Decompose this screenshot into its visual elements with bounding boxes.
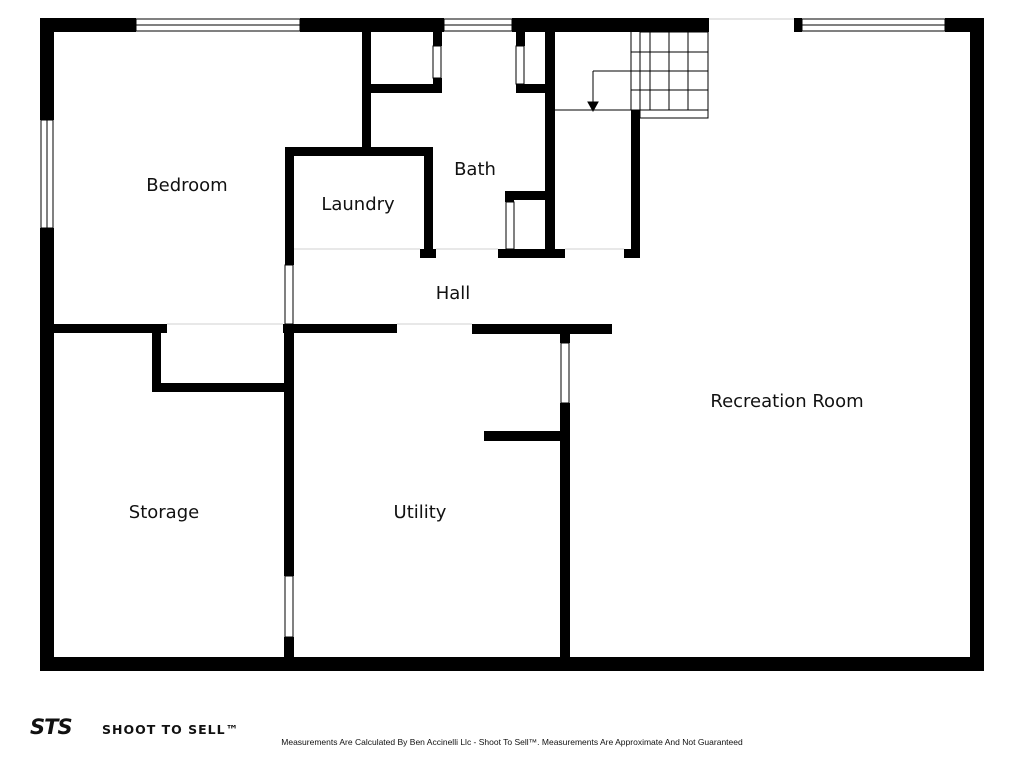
windows: [40, 18, 946, 229]
wall-bath-closet-shelf: [516, 84, 554, 93]
door-leaves: [284, 45, 570, 638]
outer-wall-left-a: [40, 18, 54, 120]
wall-closet-door-jamb-2: [433, 78, 442, 93]
outer-wall-left-b: [40, 228, 54, 671]
wall-storage-closet-left: [152, 330, 161, 392]
label-hall: Hall: [436, 283, 471, 304]
wall-storage-closet-bottom: [152, 383, 290, 392]
wall-stair-bottom-stub: [624, 249, 640, 258]
brand-logo: STS SHOOT TO SELL™: [30, 715, 239, 739]
door-utility-rec: [560, 342, 570, 404]
outer-wall-right: [970, 18, 984, 671]
wall-closet-door-jamb: [433, 30, 442, 46]
wall-hall-bottom-a: [283, 324, 397, 333]
wall-stair-right: [631, 110, 640, 258]
logo-text: SHOOT TO SELL™: [102, 722, 239, 737]
wall-laundry-right: [424, 147, 433, 257]
stair-arrow-head: [587, 101, 599, 113]
logo-mark: STS: [30, 715, 72, 739]
wall-bath-niche-left: [505, 191, 514, 202]
label-storage: Storage: [129, 502, 199, 523]
door-storage-utility: [284, 575, 294, 638]
door-bedroom-hall: [284, 264, 294, 325]
wall-bath-right: [545, 30, 555, 258]
measurement-disclaimer: Measurements Are Calculated By Ben Accin…: [281, 737, 743, 747]
outer-wall-top-b: [300, 18, 444, 32]
wall-hall-bottom-b: [472, 324, 612, 334]
outer-wall-top-a: [40, 18, 136, 32]
wall-bath-niche-top: [505, 191, 550, 200]
door-bath-closet: [515, 45, 525, 85]
wall-laundry-top: [285, 147, 433, 156]
door-bath-niche: [505, 201, 515, 250]
outer-wall-top-c: [512, 18, 709, 32]
wall-utility-stub: [484, 431, 564, 441]
outer-wall-top-d: [794, 18, 802, 32]
stair-landing: [639, 31, 709, 119]
label-laundry: Laundry: [321, 194, 395, 215]
stairs: [555, 31, 709, 119]
door-openings: [167, 248, 624, 637]
label-bath: Bath: [454, 159, 496, 180]
wall-storage-utility-a: [284, 324, 294, 576]
walls: [40, 18, 984, 671]
wall-utility-rec-a: [560, 330, 570, 343]
wall-closet-bottom: [362, 84, 442, 93]
wall-bedroom-bottom: [40, 324, 167, 333]
wall-bath-bottom-stub: [498, 249, 565, 258]
door-closet: [432, 45, 442, 79]
wall-laundry-bottom-stub: [420, 249, 436, 258]
outer-wall-bottom: [40, 657, 984, 671]
wall-storage-utility-b: [284, 637, 294, 667]
label-bedroom: Bedroom: [146, 175, 227, 196]
label-utility: Utility: [394, 502, 447, 523]
wall-utility-rec-b: [560, 403, 570, 667]
wall-bath-closet-jamb: [516, 30, 525, 46]
label-recreation-room: Recreation Room: [710, 391, 863, 412]
wall-laundry-left: [285, 147, 294, 265]
